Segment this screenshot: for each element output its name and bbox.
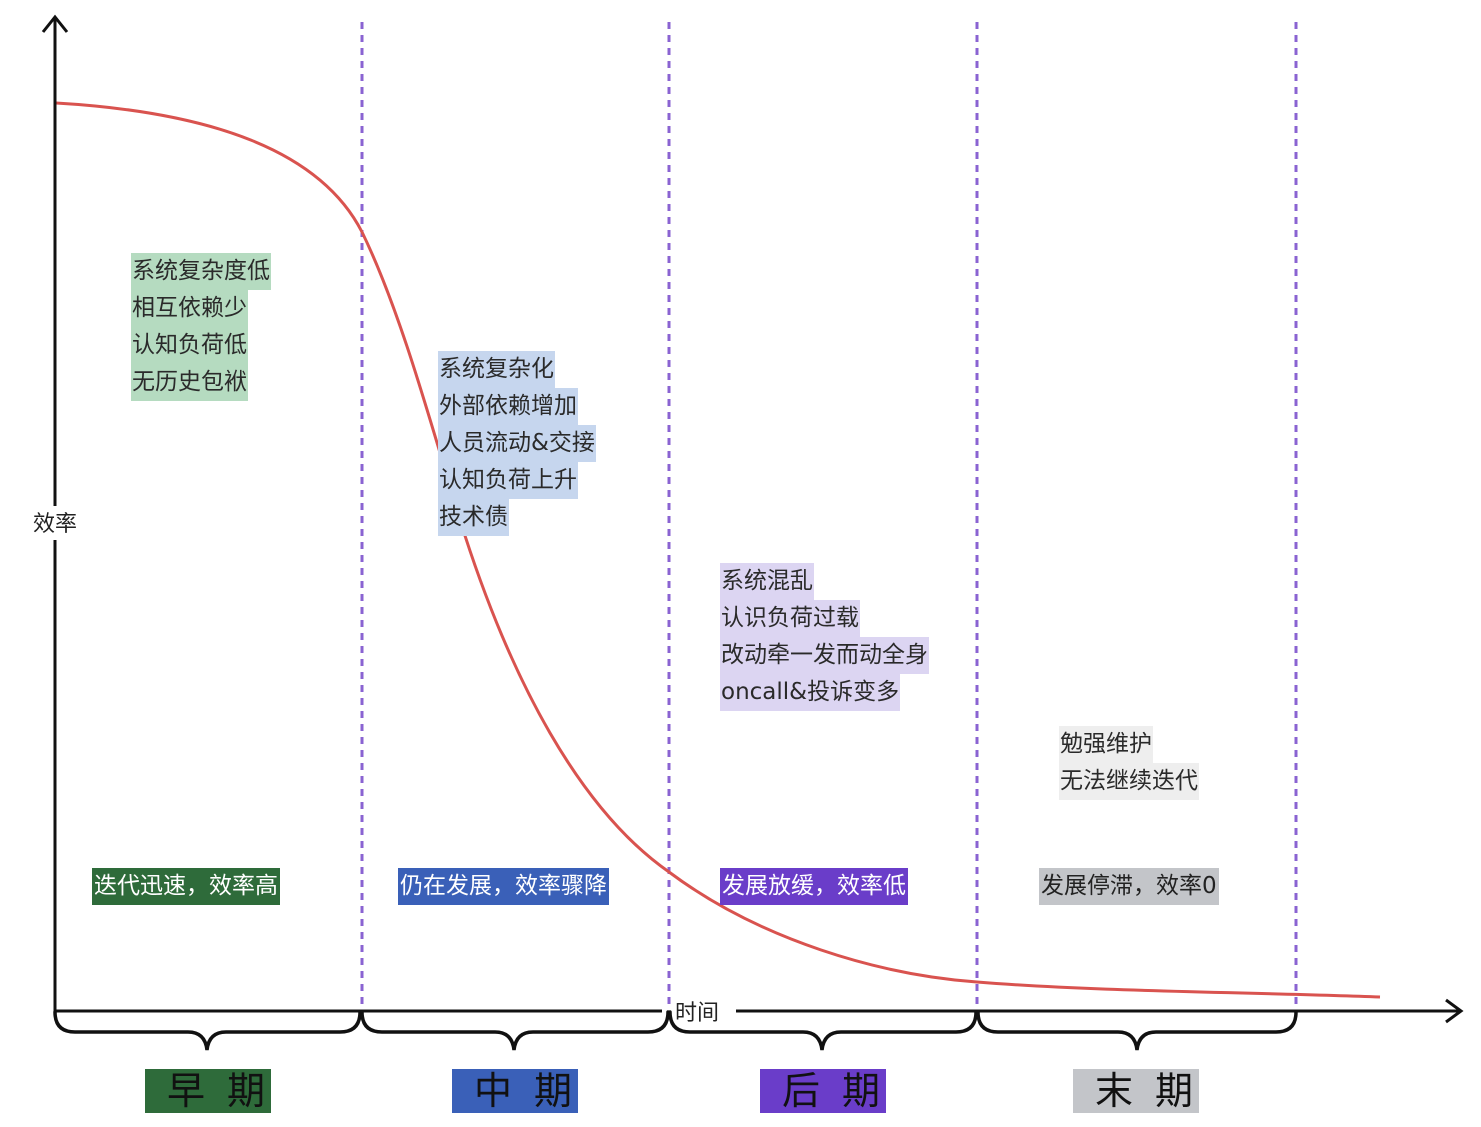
brace-end xyxy=(976,1010,1298,1051)
note-end: 勉强维护无法继续迭代 xyxy=(1059,726,1199,800)
note-early: 系统复杂度低相互依赖少认知负荷低无历史包袱 xyxy=(131,253,271,401)
phase-braces xyxy=(53,1010,1298,1051)
phase-label-mid: 中期 xyxy=(452,1069,578,1113)
x-axis xyxy=(55,998,1464,1024)
note-line: 改动牵一发而动全身 xyxy=(720,637,929,674)
note-line: 认知负荷上升 xyxy=(438,462,578,499)
x-axis-arrow-icon xyxy=(1445,998,1464,1024)
stage-summary-late-text: 发展放缓，效率低 xyxy=(722,873,906,899)
stage-summary-mid: 仍在发展，效率骤降 xyxy=(398,868,609,905)
stage-summary-late: 发展放缓，效率低 xyxy=(720,868,908,905)
brace-early xyxy=(53,1010,362,1051)
note-mid: 系统复杂化外部依赖增加人员流动&交接认知负荷上升技术债 xyxy=(438,351,596,536)
note-line: 技术债 xyxy=(438,499,509,536)
stage-summary-early-text: 迭代迅速，效率高 xyxy=(94,873,278,899)
note-line: 无法继续迭代 xyxy=(1059,763,1199,800)
phase-label-early: 早期 xyxy=(145,1069,271,1113)
note-line: 系统混乱 xyxy=(720,563,814,600)
note-line: 人员流动&交接 xyxy=(438,425,596,462)
y-axis xyxy=(41,14,69,1012)
phase-label-late: 后期 xyxy=(760,1069,886,1113)
y-axis-arrow-icon xyxy=(41,14,69,33)
brace-late xyxy=(668,1010,978,1051)
phase-label-end: 末期 xyxy=(1073,1069,1199,1113)
stage-summary-early: 迭代迅速，效率高 xyxy=(92,868,280,905)
y-axis-label: 效率 xyxy=(33,512,77,537)
efficiency-curve xyxy=(55,101,1381,999)
note-line: 系统复杂度低 xyxy=(131,253,271,290)
note-line: 相互依赖少 xyxy=(131,290,248,327)
phase-dividers xyxy=(360,22,1298,1010)
note-line: 外部依赖增加 xyxy=(438,388,578,425)
note-line: 系统复杂化 xyxy=(438,351,555,388)
note-line: 认识负荷过载 xyxy=(720,600,860,637)
note-line: oncall&投诉变多 xyxy=(720,674,901,711)
stage-summary-end-text: 发展停滞，效率0 xyxy=(1041,873,1217,899)
note-line: 认知负荷低 xyxy=(131,327,248,364)
note-line: 勉强维护 xyxy=(1059,726,1153,763)
stage-summary-mid-text: 仍在发展，效率骤降 xyxy=(400,873,607,899)
x-axis-label: 时间 xyxy=(675,1001,719,1026)
note-line: 无历史包袱 xyxy=(131,364,248,401)
brace-mid xyxy=(360,1010,670,1051)
stage-summary-end: 发展停滞，效率0 xyxy=(1039,868,1219,905)
